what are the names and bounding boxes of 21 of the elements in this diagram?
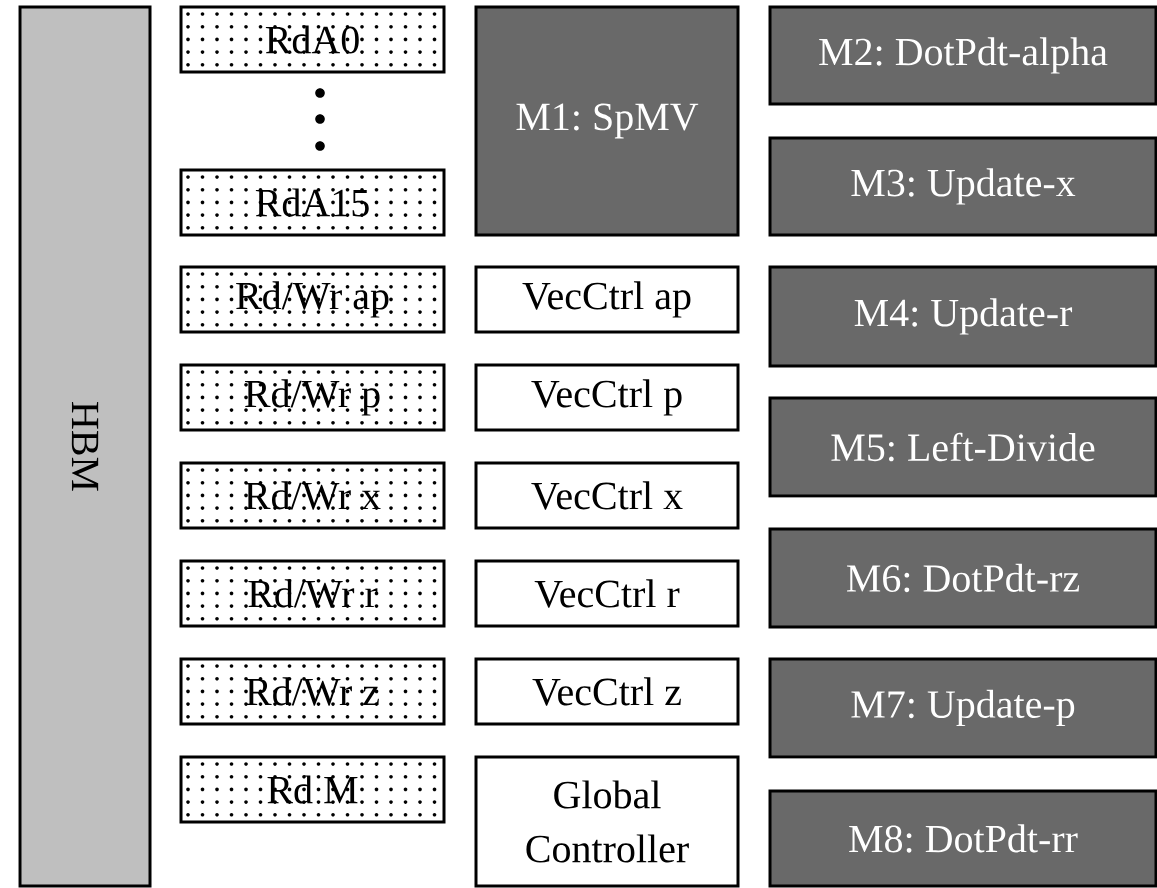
reader-box: Rd/Wr r: [179, 559, 446, 628]
controller-box: VecCtrl r: [474, 559, 740, 628]
reader-box: Rd/Wr p: [179, 363, 446, 432]
reader-box: Rd M: [179, 755, 446, 824]
controller-box: VecCtrl p: [474, 363, 740, 432]
module-box: M1: SpMV: [474, 5, 740, 237]
module-box: M4: Update-r: [768, 265, 1157, 368]
module-box: M5: Left-Divide: [768, 396, 1157, 498]
controller-box: VecCtrl z: [474, 657, 740, 726]
controller-box: VecCtrl ap: [474, 265, 740, 334]
module-box: M3: Update-x: [768, 136, 1157, 237]
module-box: M6: DotPdt-rz: [768, 527, 1157, 629]
module-box: M7: Update-p: [768, 657, 1157, 759]
reader-box: RdA0: [179, 5, 446, 74]
controller-box: VecCtrl x: [474, 461, 740, 530]
module-box: M8: DotPdt-rr: [768, 789, 1157, 888]
reader-box: Rd/Wr ap: [179, 265, 446, 334]
memory-block: HBM: [18, 5, 152, 888]
controller-box: Global Controller: [474, 755, 740, 888]
module-box: M2: DotPdt-alpha: [768, 5, 1157, 106]
reader-box: RdA15: [179, 168, 446, 237]
